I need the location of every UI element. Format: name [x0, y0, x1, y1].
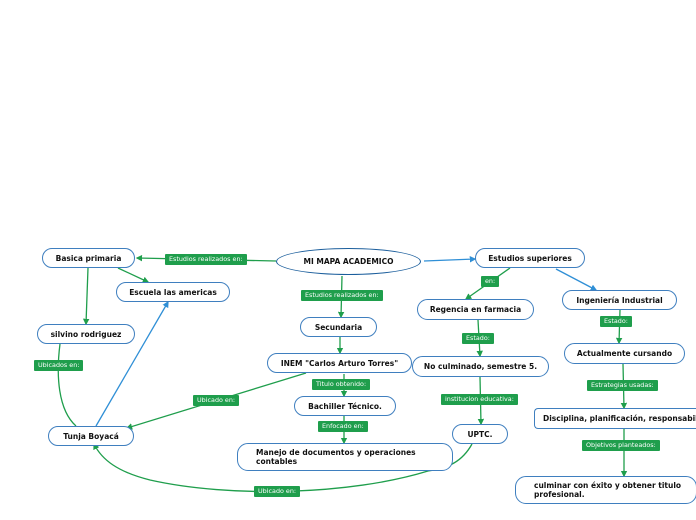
label-titulo-obtenido: Titulo obtenido:	[312, 379, 371, 390]
node-escuela-las-americas[interactable]: Escuela las americas	[116, 282, 230, 302]
label-ubicados-en: Ubicados en:	[34, 360, 84, 371]
node-culminar[interactable]: culminar con éxito y obtener titulo prof…	[515, 476, 696, 504]
node-ingenieria-industrial[interactable]: Ingeniería Industrial	[562, 290, 677, 310]
node-disciplina[interactable]: Disciplina, planificación, responsabilid…	[534, 408, 696, 429]
root-node[interactable]: MI MAPA ACADEMICO	[276, 248, 421, 275]
node-actualmente-cursando[interactable]: Actualmente cursando	[564, 343, 685, 364]
label-objetivos-planteados: Objetivos planteados:	[582, 440, 660, 451]
label-estudios-realizados-left: Estudios realizados en:	[165, 254, 247, 265]
node-inem[interactable]: INEM "Carlos Arturo Torres"	[267, 353, 412, 373]
node-estudios-superiores[interactable]: Estudios superiores	[475, 248, 585, 268]
node-no-culminado[interactable]: No culminado, semestre 5.	[412, 356, 549, 377]
label-estudios-realizados-mid: Estudios realizados en:	[301, 290, 383, 301]
edge-silvino-tunja	[57, 343, 77, 427]
label-estado-ingenieria: Estado:	[600, 316, 632, 327]
label-estado-regencia: Estado:	[462, 333, 494, 344]
label-en: en:	[481, 276, 500, 287]
node-tunja-boyaca[interactable]: Tunja Boyacá	[48, 426, 134, 446]
node-regencia-farmacia[interactable]: Regencia en farmacia	[417, 299, 534, 320]
label-enfocado-en: Enfocado en:	[318, 421, 368, 432]
node-bachiller-tecnico[interactable]: Bachiller Técnico.	[294, 396, 396, 416]
label-ubicado-en-bottom: Ubicado en:	[254, 486, 301, 497]
node-secundaria[interactable]: Secundaria	[300, 317, 377, 337]
edge-tunja-escuela	[95, 300, 169, 427]
label-ubicado-en-mid: Ubicado en:	[193, 395, 240, 406]
node-manejo-documentos[interactable]: Manejo de documentos y operaciones conta…	[237, 443, 453, 471]
label-institucion-educativa: institucion educativa:	[441, 394, 518, 405]
node-silvino-rodriguez[interactable]: silvino rodriguez	[37, 324, 135, 344]
edge-basica-silvino	[82, 267, 90, 326]
edge-basica-escuela	[117, 267, 150, 283]
edge-superiores-ingenieria	[555, 268, 598, 291]
node-uptc[interactable]: UPTC.	[452, 424, 508, 444]
node-basica-primaria[interactable]: Basica primaria	[42, 248, 135, 268]
edge-manejo-tunja	[93, 442, 429, 493]
label-estrategias-usadas: Estrategias usadas:	[587, 380, 658, 391]
edge-root-superiores	[423, 255, 477, 263]
